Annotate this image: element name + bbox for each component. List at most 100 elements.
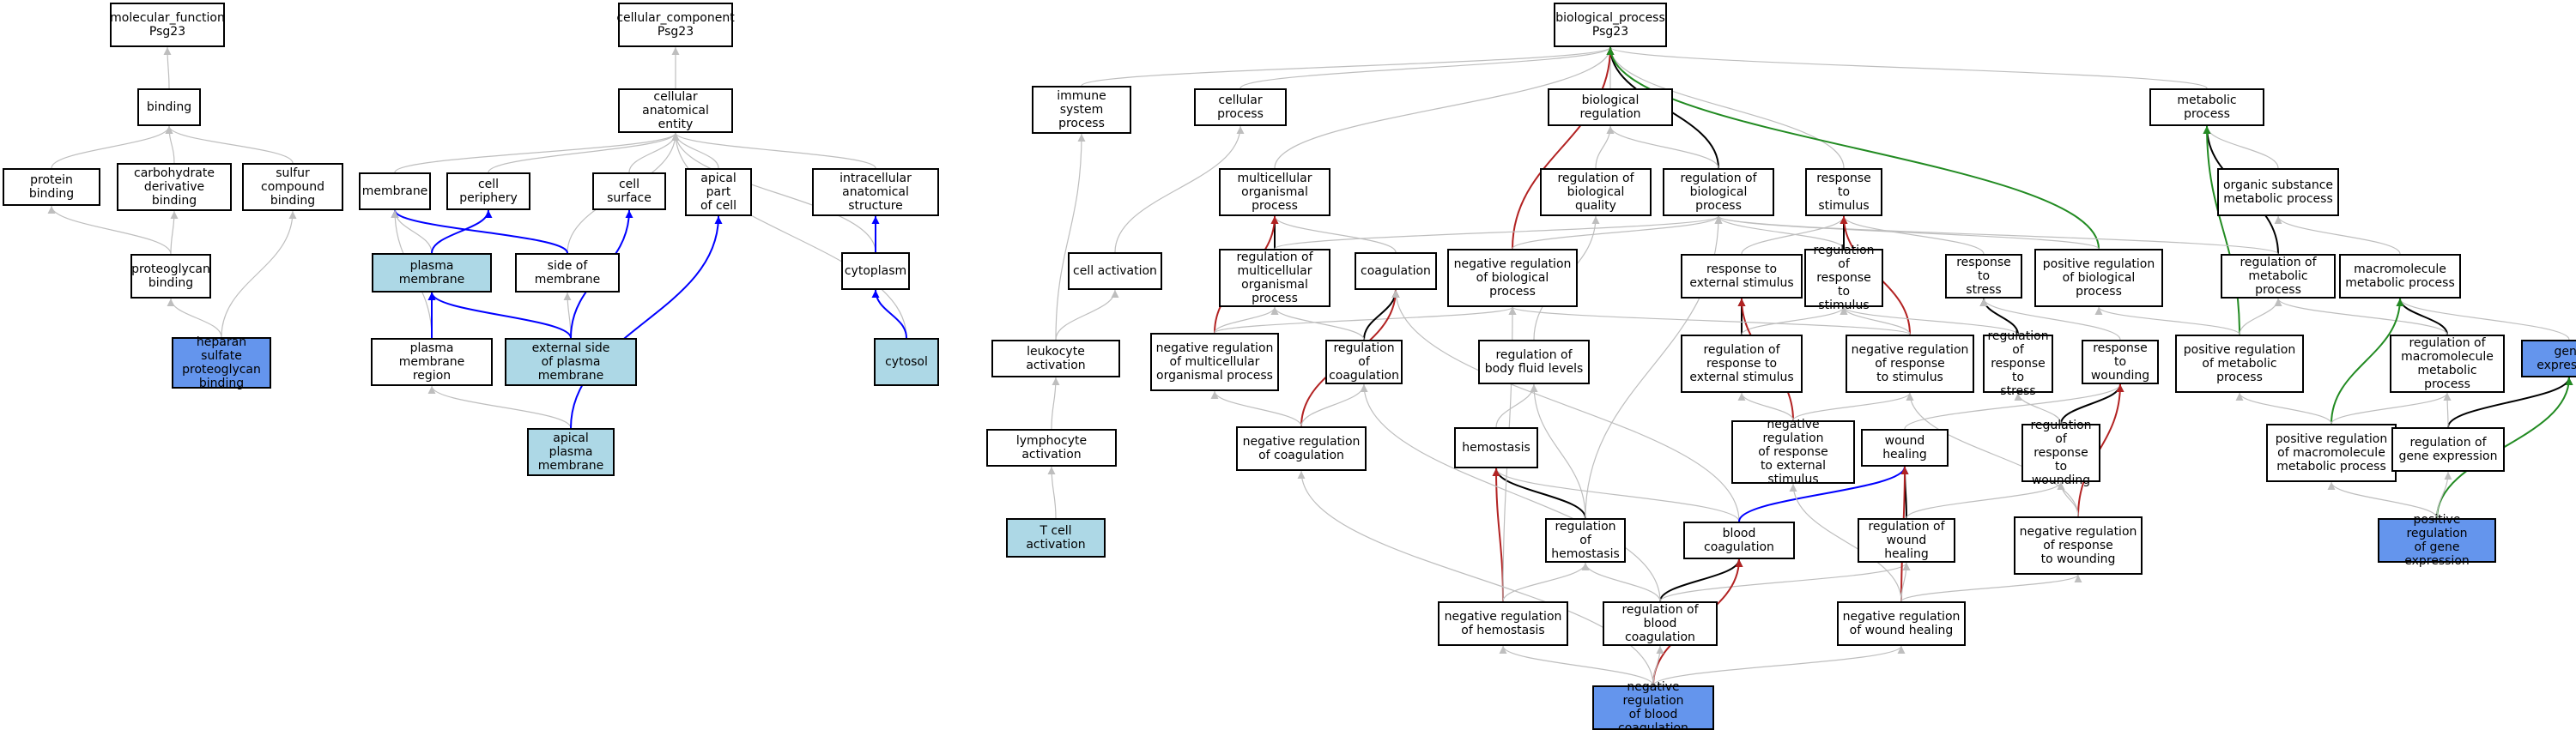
edge-apical-pm-to-apical-part <box>570 215 723 429</box>
go-term-reg-coag[interactable]: regulation of coagulation <box>1325 340 1403 384</box>
go-term-neg-reg-resp-ext[interactable]: negative regulation of response to exter… <box>1731 418 1855 486</box>
go-term-organic-subst[interactable]: organic substance metabolic process <box>2217 168 2339 216</box>
edge-reg-resp-ext-to-reg-resp-stim <box>1741 306 1848 335</box>
edge-resp-stim-to-bp <box>1606 46 1845 169</box>
go-term-plasma-membrane[interactable]: plasma membrane <box>372 253 492 293</box>
go-term-coagulation[interactable]: coagulation <box>1355 252 1437 290</box>
go-term-pos-reg-macromol[interactable]: positive regulation of macromolecule met… <box>2266 424 2397 482</box>
edge-macromol-to-organic-subst <box>2274 215 2401 255</box>
go-term-pos-reg-metabolic[interactable]: positive regulation of metabolic process <box>2175 335 2304 393</box>
edge-ext-side-to-plasma-membrane <box>427 292 572 339</box>
go-term-membrane[interactable]: membrane <box>359 172 431 210</box>
go-term-ext-side[interactable]: external side of plasma membrane <box>505 338 637 386</box>
go-term-reg-hemostasis[interactable]: regulation of hemostasis <box>1545 518 1626 563</box>
go-term-cae[interactable]: cellular anatomical entity <box>618 88 733 133</box>
edge-reg-multicellular-to-reg-bio-process <box>1274 215 1723 250</box>
edge-pos-reg-macromol-to-reg-macromol <box>2331 392 2452 425</box>
go-term-intracellular[interactable]: intracellular anatomical structure <box>812 168 939 216</box>
edge-wound-healing-to-resp-wounding <box>1904 383 2124 430</box>
edge-pos-reg-gene-expr-to-reg-gene-expr <box>2436 471 2452 519</box>
edge-pos-reg-metabolic-to-reg-metabolic <box>2239 298 2282 335</box>
edge-neg-reg-multi-to-reg-multicellular <box>1214 306 1279 334</box>
edge-membrane-to-cae <box>394 132 680 173</box>
go-term-reg-resp-ext[interactable]: regulation of response to external stimu… <box>1681 335 1803 393</box>
go-term-reg-metabolic[interactable]: regulation of metabolic process <box>2221 254 2336 299</box>
go-term-reg-resp-wounding[interactable]: regulation of response to wounding <box>2021 419 2100 487</box>
go-term-metabolic[interactable]: metabolic process <box>2149 88 2264 126</box>
edge-neg-reg-resp-ext-to-reg-resp-ext <box>1737 392 1794 421</box>
go-term-neg-reg-bio[interactable]: negative regulation of biological proces… <box>1447 249 1578 307</box>
go-term-neg-reg-multi[interactable]: negative regulation of multicellular org… <box>1150 333 1279 391</box>
edge-reg-coag-to-reg-multicellular <box>1270 306 1365 341</box>
go-term-neg-reg-resp-wounding[interactable]: negative regulation of response to wound… <box>2014 516 2143 575</box>
go-term-cc[interactable]: cellular_component Psg23 <box>616 3 735 47</box>
go-term-sulfur-binding[interactable]: sulfur compound binding <box>242 163 343 211</box>
go-term-resp-stim[interactable]: response to stimulus <box>1805 168 1882 216</box>
go-term-hemostasis[interactable]: hemostasis <box>1454 427 1538 468</box>
go-term-reg-multicellular[interactable]: regulation of multicellular organismal p… <box>1219 249 1330 307</box>
go-term-reg-macromol[interactable]: regulation of macromolecule metabolic pr… <box>2390 335 2505 393</box>
go-term-reg-blood-coag[interactable]: regulation of blood coagulation <box>1603 601 1718 646</box>
go-term-resp-stress[interactable]: response to stress <box>1945 254 2022 299</box>
go-term-reg-resp-stim[interactable]: regulation of response to stimulus <box>1804 244 1883 312</box>
edge-immune-to-bp <box>1081 46 1615 87</box>
go-term-pos-reg-gene-expr[interactable]: positive regulation of gene expression <box>2378 513 2496 568</box>
go-term-resp-ext[interactable]: response to external stimulus <box>1681 254 1803 299</box>
edge-plasma-membrane-to-cell-periphery <box>431 209 493 254</box>
go-term-bio-reg[interactable]: biological regulation <box>1548 88 1673 126</box>
go-term-leukocyte[interactable]: leukocyte activation <box>991 340 1120 377</box>
go-term-macromol[interactable]: macromolecule metabolic process <box>2339 254 2461 299</box>
go-term-mf[interactable]: molecular_function Psg23 <box>110 3 225 47</box>
go-term-carb-binding[interactable]: carbohydrate derivative binding <box>117 163 232 211</box>
go-term-cytosol[interactable]: cytosol <box>874 338 939 386</box>
edge-leukocyte-to-cell-activation <box>1055 289 1119 341</box>
go-term-bp[interactable]: biological_process Psg23 <box>1554 3 1667 47</box>
go-term-immune[interactable]: immune system process <box>1032 86 1131 134</box>
go-term-cell-surface[interactable]: cell surface <box>592 172 666 210</box>
go-term-wound-healing[interactable]: wound healing <box>1861 429 1949 467</box>
go-term-binding[interactable]: binding <box>137 88 201 126</box>
go-term-resp-wounding[interactable]: response to wounding <box>2082 340 2159 384</box>
go-term-cell-periphery[interactable]: cell periphery <box>446 172 530 210</box>
go-term-reg-bio-process[interactable]: regulation of biological process <box>1663 168 1774 216</box>
go-term-side-membrane[interactable]: side of membrane <box>515 253 620 293</box>
edge-neg-reg-wound-healing-to-neg-reg-resp-ext <box>1789 483 1902 602</box>
edge-leukocyte-to-immune <box>1055 133 1086 341</box>
go-term-pos-reg-bio[interactable]: positive regulation of biological proces… <box>2034 249 2163 307</box>
go-term-cellular-process[interactable]: cellular process <box>1194 88 1287 126</box>
go-term-neg-reg-wound-healing[interactable]: negative regulation of wound healing <box>1837 601 1966 646</box>
go-term-pm-region[interactable]: plasma membrane region <box>371 338 493 386</box>
go-term-heparan[interactable]: heparan sulfate proteoglycan binding <box>172 335 271 390</box>
go-term-neg-reg-coag[interactable]: negative regulation of coagulation <box>1236 426 1367 471</box>
go-term-lymphocyte[interactable]: lymphocyte activation <box>986 429 1117 467</box>
edge-neg-reg-hemostasis-to-reg-hemostasis <box>1502 562 1590 602</box>
go-term-apical-part[interactable]: apical part of cell <box>685 168 752 216</box>
edge-reg-resp-stim-to-reg-bio-process <box>1714 215 1845 250</box>
go-term-protein-binding[interactable]: protein binding <box>3 168 100 206</box>
edge-reg-resp-stress-to-reg-resp-stim <box>1840 306 2019 335</box>
go-term-reg-gene-expr[interactable]: regulation of gene expression <box>2391 427 2505 472</box>
go-term-cytoplasm[interactable]: cytoplasm <box>841 252 910 290</box>
go-term-t-cell[interactable]: T cell activation <box>1006 518 1106 558</box>
edge-resp-stress-to-resp-stim <box>1840 215 1985 255</box>
go-term-multicellular[interactable]: multicellular organismal process <box>1219 168 1330 216</box>
go-term-blood-coag[interactable]: blood coagulation <box>1683 522 1795 559</box>
edge-reg-coag-to-coagulation <box>1363 289 1400 341</box>
go-term-cell-activation[interactable]: cell activation <box>1068 252 1162 290</box>
go-term-gene-expression[interactable]: gene expression <box>2521 340 2576 377</box>
go-term-apical-pm[interactable]: apical plasma membrane <box>527 428 615 476</box>
go-term-reg-bio-quality[interactable]: regulation of biological quality <box>1540 168 1652 216</box>
go-term-reg-resp-stress[interactable]: regulation of response to stress <box>1983 329 2053 398</box>
go-term-neg-reg-hemostasis[interactable]: negative regulation of hemostasis <box>1438 601 1568 646</box>
go-term-neg-reg-resp-stim[interactable]: negative regulation of response to stimu… <box>1846 335 1974 393</box>
go-term-proteoglycan-binding[interactable]: proteoglycan binding <box>130 254 211 299</box>
edge-reg-hemostasis-to-reg-body-fluid <box>1530 383 1586 519</box>
edge-reg-blood-coag-to-reg-hemostasis <box>1581 562 1661 602</box>
edge-pos-reg-macromol-to-macromol <box>2331 298 2404 425</box>
go-term-reg-body-fluid[interactable]: regulation of body fluid levels <box>1478 340 1590 384</box>
go-term-reg-wound-healing[interactable]: regulation of wound healing <box>1858 518 1955 563</box>
go-term-neg-reg-blood-coag[interactable]: negative regulation of blood coagulation <box>1592 680 1714 730</box>
edge-neg-reg-resp-stim-to-neg-reg-bio <box>1508 306 1911 335</box>
edge-side-membrane-to-membrane <box>391 209 568 254</box>
